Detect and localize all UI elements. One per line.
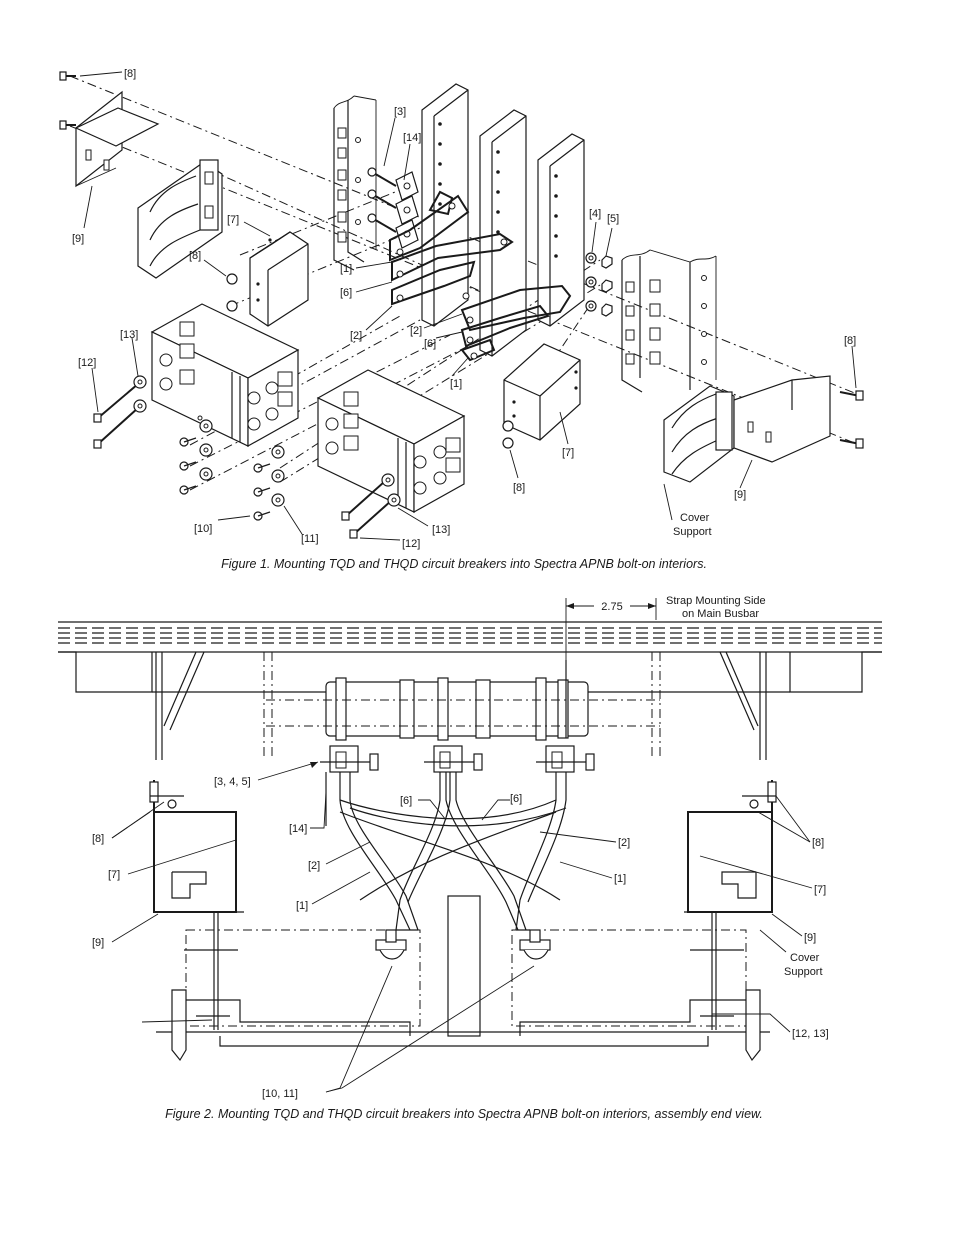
label-8: [8] <box>513 482 525 494</box>
label-1: [1] <box>450 378 462 390</box>
label-13: [13] <box>120 329 138 341</box>
figure-1-caption: Figure 1. Mounting TQD and THQD circuit … <box>221 557 707 571</box>
label-8: [8] <box>812 837 824 849</box>
cover-support-label-line1: Cover <box>790 952 820 964</box>
rail-right <box>621 249 717 393</box>
side-rails <box>155 651 767 760</box>
breaker-outlines <box>156 929 770 1062</box>
figure-2-labels: [3, 4, 5] [14] [8] [7] [2] [1] [9] [6] [… <box>92 776 829 1100</box>
label-5: [5] <box>607 213 619 225</box>
cover-support-label-line2: Support <box>784 966 823 978</box>
label-8: [8] <box>844 335 856 347</box>
label-1: [1] <box>340 263 352 275</box>
cover-support-label-line1: Cover <box>680 512 710 524</box>
label-2: [2] <box>410 325 422 337</box>
figure-1-exploded-view: [8] [9] [3] [14] [7] [8] [1] [6] [2] [2]… <box>59 68 864 571</box>
bracket-7-bottom <box>502 343 581 449</box>
center-pillar <box>447 895 481 1037</box>
figure-2-leaders <box>111 761 813 1093</box>
label-9: [9] <box>734 489 746 501</box>
screw-8-right <box>839 390 864 449</box>
label-8: [8] <box>92 833 104 845</box>
bracket-7-top <box>249 231 309 327</box>
circuit-breaker-2 <box>316 369 466 514</box>
label-1: [1] <box>614 873 626 885</box>
circuit-breaker-1 <box>150 303 300 448</box>
figure-2-end-view: 2.75 Strap Mounting Side on Main Busbar <box>58 595 882 1121</box>
washers-4-nuts-5 <box>585 252 613 317</box>
label-9: [9] <box>804 932 816 944</box>
figure-2-caption: Figure 2. Mounting TQD and THQD circuit … <box>165 1107 763 1121</box>
label-14: [14] <box>403 132 421 144</box>
label-6: [6] <box>510 793 522 805</box>
strap-mounting-label-line1: Strap Mounting Side <box>666 595 766 607</box>
label-12: [12] <box>402 538 420 550</box>
label-8: [8] <box>124 68 136 80</box>
label-13: [13] <box>432 524 450 536</box>
label-1: [1] <box>296 900 308 912</box>
label-6: [6] <box>340 287 352 299</box>
strap-mounting-label-line2: on Main Busbar <box>682 608 759 620</box>
label-4: [4] <box>589 208 601 220</box>
screws-10-11 <box>375 929 551 960</box>
label-11: [11] <box>301 533 319 545</box>
screw-8-mid <box>226 273 238 312</box>
label-2: [2] <box>618 837 630 849</box>
center-busbar <box>266 660 660 741</box>
label-12-13: [12, 13] <box>792 1028 829 1040</box>
strap-connectors <box>320 745 595 826</box>
end-plate-left <box>59 71 160 188</box>
dimension-value: 2.75 <box>601 601 622 613</box>
straps-1-2-6 <box>389 190 572 362</box>
cover-support-left <box>137 159 223 279</box>
bracket-right <box>684 780 777 1030</box>
label-3: [3] <box>394 106 406 118</box>
label-14: [14] <box>289 823 307 835</box>
bolts-3-straps-14 <box>367 167 419 249</box>
label-8: [8] <box>189 250 201 262</box>
label-7: [7] <box>562 447 574 459</box>
figure-1-leaders <box>79 71 857 541</box>
cover-support-label-line2: Support <box>673 526 712 538</box>
label-7: [7] <box>814 884 826 896</box>
screw-8-top <box>59 71 76 130</box>
label-10: [10] <box>194 523 212 535</box>
label-3-4-5: [3, 4, 5] <box>214 776 251 788</box>
label-2: [2] <box>350 330 362 342</box>
label-10-11: [10, 11] <box>262 1088 298 1100</box>
bracket-left <box>149 780 244 1030</box>
figure-1-labels: [8] [9] [3] [14] [7] [8] [1] [6] [2] [2]… <box>72 68 856 550</box>
screws-12-washers-13 <box>93 375 401 539</box>
label-9: [9] <box>92 937 104 949</box>
label-7: [7] <box>227 214 239 226</box>
screws-10-washers-11 <box>179 419 285 521</box>
label-9: [9] <box>72 233 84 245</box>
label-12: [12] <box>78 357 96 369</box>
label-7: [7] <box>108 869 120 881</box>
rail-left <box>333 95 377 271</box>
label-2: [2] <box>308 860 320 872</box>
label-6: [6] <box>400 795 412 807</box>
label-6: [6] <box>424 338 436 350</box>
dimension-2-75: 2.75 Strap Mounting Side on Main Busbar <box>565 595 766 668</box>
end-plate-right <box>663 375 864 483</box>
bus-bars <box>421 83 585 357</box>
